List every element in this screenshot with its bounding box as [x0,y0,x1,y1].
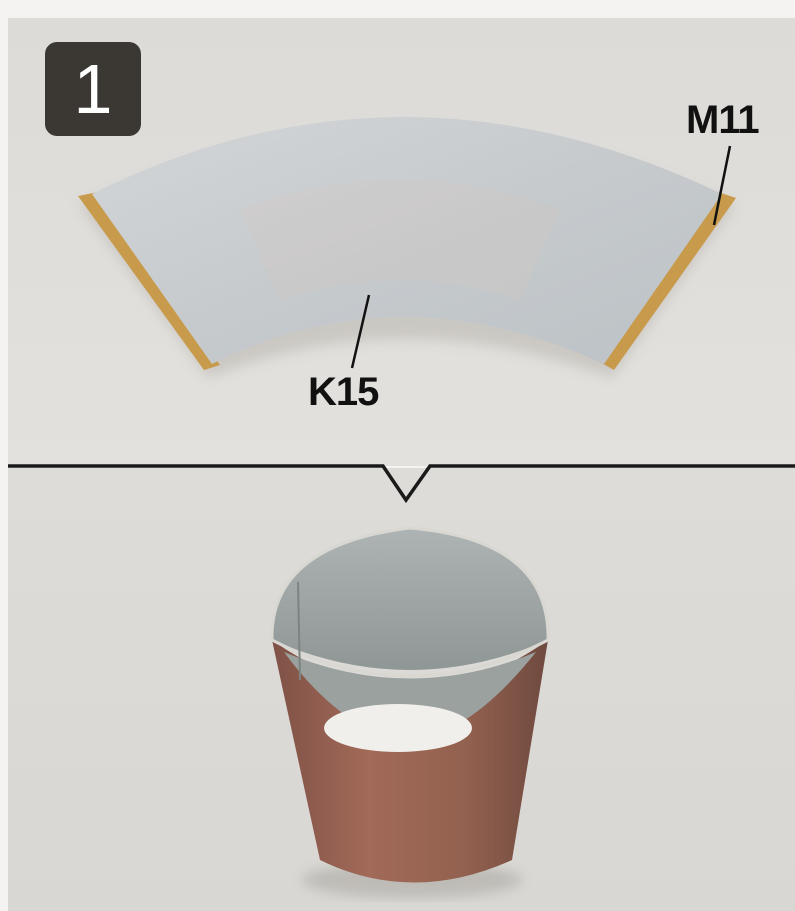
step-number: 1 [74,54,113,124]
divider-line [8,466,795,500]
cup-bottom-opening [324,704,472,752]
step-number-badge: 1 [45,42,141,136]
cup-inner-wall [272,528,548,670]
part-label-m11: M11 [686,98,759,143]
part-label-k15: K15 [308,370,378,415]
